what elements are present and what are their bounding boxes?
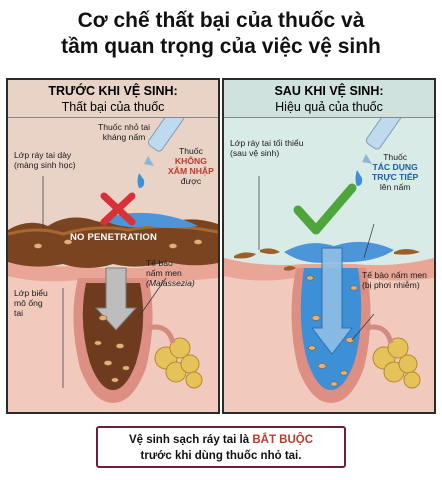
hygiene-note: Vệ sinh sạch ráy tai là BẮT BUỘC trước k… xyxy=(96,426,346,468)
sebaceous-gland xyxy=(147,324,203,389)
title-line-1: Cơ chế thất bại của thuốc và xyxy=(77,9,365,32)
exposed-yeast-label: Tế bào nấm men (bị phơi nhiễm) xyxy=(362,270,427,290)
penetration-arrow xyxy=(310,247,354,355)
before-header-title: TRƯỚC KHI VỆ SINH: xyxy=(48,84,178,98)
thick-wax-layer xyxy=(8,214,218,268)
main-title: Cơ chế thất bại của thuốc và tầm quan tr… xyxy=(0,8,442,60)
before-panel-header: TRƯỚC KHI VỆ SINH: Thất bại của thuốc xyxy=(8,80,218,118)
before-illustration xyxy=(8,118,218,412)
check-icon xyxy=(293,183,357,235)
sebaceous-gland xyxy=(365,324,421,389)
epithelium-label: Lớp biểu mô ống tai xyxy=(14,288,48,318)
minimal-wax xyxy=(234,248,420,271)
note-line-1: Vệ sinh sạch ráy tai là BẮT BUỘC xyxy=(128,434,314,446)
cross-icon xyxy=(100,192,136,226)
no-penetration-drug-label: Thuốc KHÔNG XÂM NHẬP được xyxy=(168,146,214,186)
after-illustration xyxy=(224,118,434,412)
after-header-title: SAU KHI VỆ SINH: xyxy=(274,84,384,98)
note-line-2: trước khi dùng thuốc nhỏ tai. xyxy=(140,450,302,462)
before-cleaning-panel: TRƯỚC KHI VỆ SINH: Thất bại của thuốc xyxy=(6,78,220,414)
dropper-icon xyxy=(137,118,185,188)
direct-action-drug-label: Thuốc TÁC DỤNG TRỰC TIẾP lên nấm xyxy=(372,152,419,192)
min-wax-label: Lớp ráy tai tối thiểu (sau vệ sinh) xyxy=(230,138,304,158)
before-header-subtitle: Thất bại của thuốc xyxy=(61,100,165,114)
after-header-subtitle: Hiệu quả của thuốc xyxy=(275,100,383,114)
yeast-cells xyxy=(33,239,203,383)
blocked-arrow xyxy=(94,267,138,331)
after-panel-header: SAU KHI VỆ SINH: Hiệu quả của thuốc xyxy=(224,80,434,118)
yeast-label: Tế bào nấm men (Malassezia) xyxy=(146,258,195,288)
thick-wax-label: Lớp ráy tai dày (màng sinh học) xyxy=(14,150,76,170)
title-line-2: tầm quan trọng của việc vệ sinh xyxy=(61,35,381,58)
yeast-cells xyxy=(306,275,358,387)
drops-label: Thuốc nhỏ tai kháng nấm xyxy=(98,122,151,142)
no-penetration-text: NO PENETRATION xyxy=(70,232,158,243)
dropper-icon xyxy=(355,118,403,186)
after-cleaning-panel: SAU KHI VỆ SINH: Hiệu quả của thuốc xyxy=(222,78,436,414)
